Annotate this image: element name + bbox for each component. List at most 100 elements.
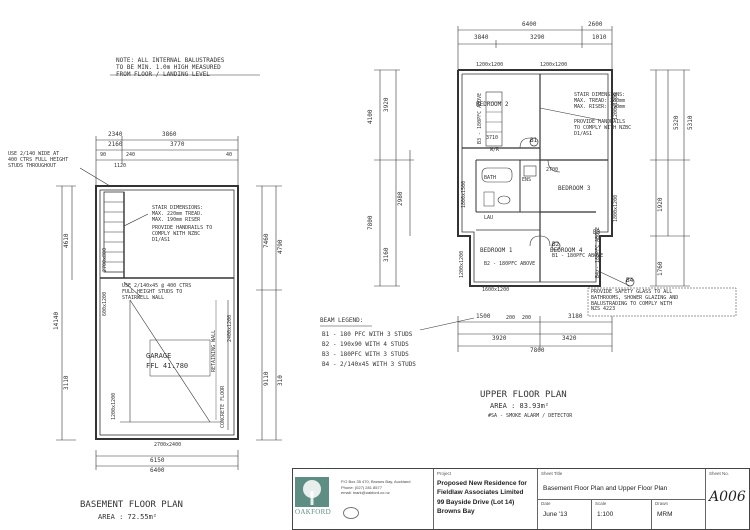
room-label: ENS — [522, 177, 532, 183]
room-label: LAU — [484, 215, 494, 221]
dim-label: 1120 — [114, 163, 127, 169]
upper-handrail-note: PROVIDE HANDRAILS TO COMPLY WITH NZBC D1… — [574, 119, 632, 137]
sheet-no: A006 — [709, 489, 746, 505]
dim-label: 5320 — [673, 115, 680, 130]
dim-label: 3840 — [474, 34, 489, 41]
title-block: OAKFORD P.O Box 35 470, Browns Bay, Auck… — [292, 468, 750, 530]
basement-walls — [95, 185, 239, 440]
balustrade-note: NOTE: ALL INTERNAL BALUSTRADES TO BE MIN… — [116, 57, 224, 79]
smoke-alarm-legend: #SA - SMOKE ALARM / DETECTOR — [488, 413, 573, 419]
full-height-note-line: FULL HEIGHT STUDS TO — [122, 288, 183, 295]
beam-tag: B4 — [626, 277, 634, 284]
opening-size: 1200x1200 — [459, 250, 465, 278]
door-size: 2700x2400 — [154, 442, 182, 448]
project-line: Proposed New Residence for — [437, 480, 527, 487]
dim-label: 5310 — [687, 115, 694, 130]
project-line: 99 Bayside Drive (Lot 14) — [437, 498, 515, 506]
window-size: 600x1200 — [102, 291, 108, 316]
dim-label: 3160 — [383, 247, 390, 262]
handrail-note-line: TO COMPLY WITH NZBC — [574, 124, 632, 131]
dim-label: 3290 — [530, 34, 545, 41]
dim-label: 7800 — [530, 347, 545, 354]
scale-label: Scale — [595, 501, 607, 506]
project-name: Proposed New Residence for Fieldlaw Asso… — [437, 479, 527, 517]
beam-legend-row: B2 - 190x90 WITH 4 STUDS — [322, 340, 409, 348]
room-label: BATH — [484, 175, 497, 181]
dim-label: 3920 — [383, 97, 390, 112]
dim-label: 7460 — [263, 233, 270, 248]
upper-stair-note: STAIR DIMENSIONS: MAX. TREAD: 280mm MAX.… — [574, 92, 626, 110]
safety-glass-line: PROVIDE SAFETY GLASS TO ALL — [591, 289, 673, 295]
stair-note-line: STAIR DIMENSIONS: — [574, 92, 626, 98]
address-line: P.O Box 35 470, Browns Bay, Auckland — [341, 479, 411, 484]
stair-note-line: MAX. RISER: 190mm — [574, 103, 626, 110]
handrail-note-line: D1/AS1 — [574, 130, 593, 137]
divider — [651, 499, 652, 529]
dim-label: 90 — [100, 152, 107, 158]
wall-note-line: STUDS THROUGHOUT — [8, 162, 57, 169]
room-label: BEDROOM 4 — [550, 247, 583, 254]
dim-label: 3770 — [170, 141, 185, 148]
opening-size: 1200x1200 — [476, 62, 504, 68]
project-label: Project — [437, 471, 452, 476]
oakford-logo: OAKFORD — [295, 477, 331, 519]
address-line: Phone: (027) 281 8577 — [341, 484, 382, 490]
address-line: email: mark@oakford.co.nz — [341, 490, 390, 496]
seal-icon — [343, 507, 359, 519]
wall-note-line: USE 2/140 WIDE AT — [8, 151, 60, 157]
full-height-note: USE 2/140x45 @ 400 CTRS FULL HEIGHT STUD… — [122, 283, 192, 301]
beam-legend: B1 - 180 PFC WITH 3 STUDS B2 - 190x90 WI… — [322, 331, 416, 369]
garage-label: GARAGE — [146, 352, 172, 360]
window-size: 2700x800 — [102, 247, 108, 272]
beam-note: B1 - 180PFC ABOVE — [552, 253, 604, 259]
dim-label: 240 — [126, 152, 136, 158]
dim-label: 3420 — [562, 335, 577, 342]
opening-size: 1200x1200 — [540, 62, 568, 68]
dim-label: 4790 — [277, 239, 284, 254]
upper-title: UPPER FLOOR PLAN — [480, 390, 567, 400]
dim-label: 3180 — [568, 313, 583, 320]
dim-label: 4610 — [63, 233, 70, 248]
dim-label: 1760 — [657, 261, 664, 276]
full-height-note-line: USE 2/140x45 @ 400 CTRS — [122, 283, 192, 289]
dim-label: 4100 — [367, 109, 374, 124]
dim-label: 6150 — [150, 457, 165, 464]
beam-note: B2 - 180PFC ABOVE — [484, 261, 536, 267]
drawn-value: MRM — [657, 511, 673, 518]
beam-tag: B2 — [552, 241, 560, 248]
company-name: OAKFORD — [295, 508, 331, 516]
stair-note-line: MAX. 190mm RISER — [152, 216, 201, 223]
beam-legend-row: B1 - 180 PFC WITH 3 STUDS — [322, 331, 413, 338]
dim-label: 7800 — [367, 215, 374, 230]
dim-label: 1010 — [592, 34, 607, 41]
divider — [705, 469, 706, 529]
tree-icon — [295, 477, 329, 507]
upper-walls — [457, 69, 613, 287]
garage-ffl: FFL 41.780 — [146, 362, 189, 370]
sheet-title-label: Sheet Title — [541, 471, 563, 476]
dim-label: 310 — [277, 375, 284, 386]
basement-label-floor: CONCRETE FLOOR — [220, 385, 226, 428]
safety-glass-line: BATHROOMS, SHOWER GLAZING AND — [591, 294, 679, 301]
dim-label: 6400 — [522, 21, 537, 28]
beam-note: B3 - 180PFC ABOVE — [477, 92, 483, 144]
upper-misc: 3710 — [486, 135, 499, 141]
dim-label: 3860 — [162, 131, 177, 138]
basement-dimension-lines — [56, 74, 282, 470]
divider — [433, 469, 434, 529]
safety-glass-line: BALUSTRADING TO COMPLY WITH — [591, 300, 673, 307]
beam-tag: B1 — [530, 137, 538, 144]
stair-note-line: MAX. 220mm TREAD. — [152, 210, 204, 217]
opening-size: 1600x1200 — [482, 287, 510, 293]
room-label: BEDROOM 3 — [558, 185, 591, 192]
room-label: BEDROOM 1 — [480, 247, 513, 254]
handrail-note-line: PROVIDE HANDRAILS — [574, 119, 626, 125]
dim-label: 14140 — [53, 311, 60, 330]
opening-size: 1800x1500 — [461, 180, 467, 208]
dim-label: 200 — [522, 315, 532, 321]
dim-label: 1500 — [476, 313, 491, 320]
sheet-title: Basement Floor Plan and Upper Floor Plan — [543, 485, 668, 492]
dim-label: 2340 — [108, 131, 123, 138]
safety-glass-line: NZS 4223 — [591, 306, 616, 313]
stair-note-line: MAX. TREAD: 280mm — [574, 97, 626, 104]
